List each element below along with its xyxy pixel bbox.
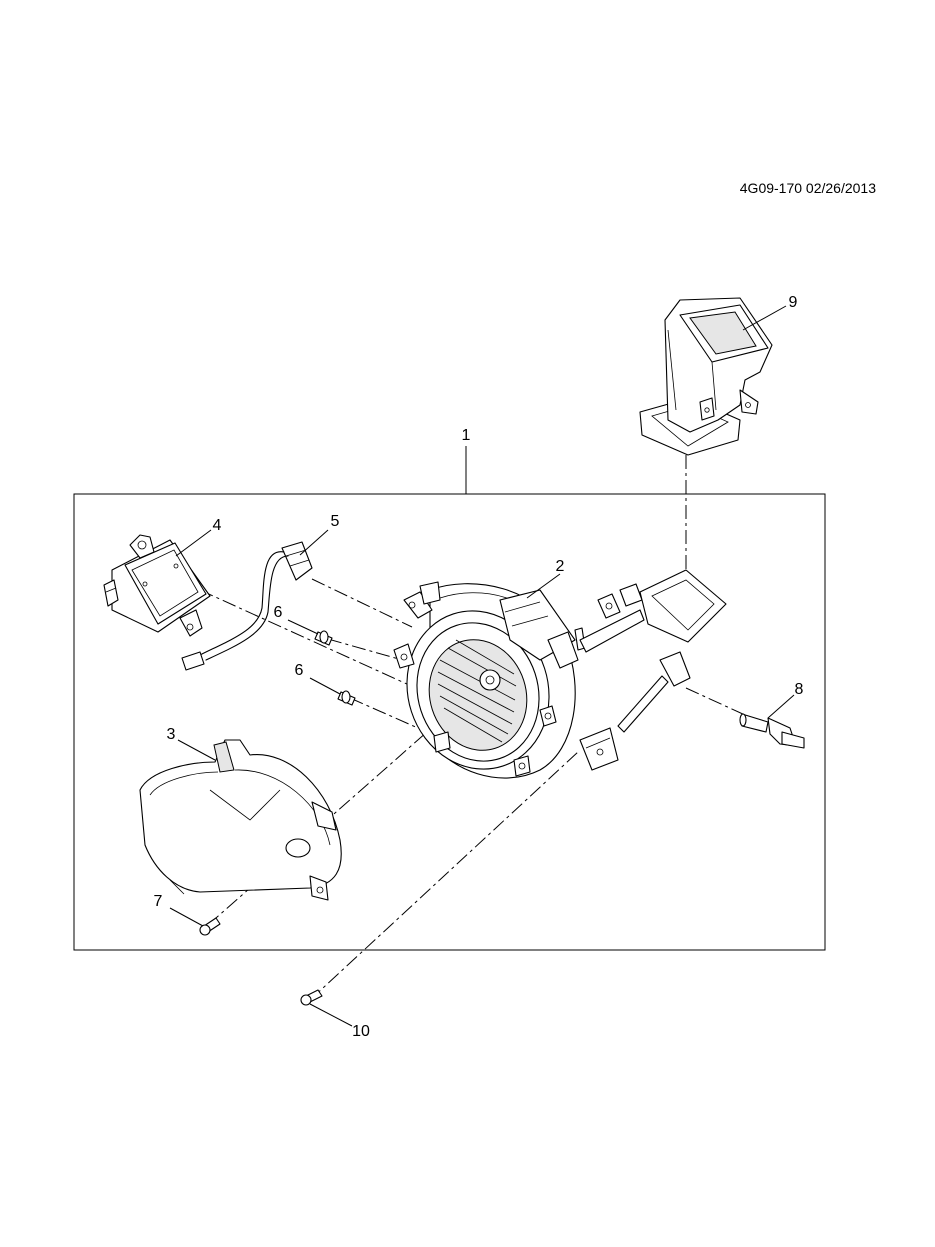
sensor-part-8 [739, 694, 805, 749]
callout-7: 7 [154, 893, 163, 910]
leader-6b [309, 677, 341, 695]
drawing-id: 4G09-170 02/26/2013 [740, 180, 876, 196]
callout-5: 5 [331, 513, 340, 530]
leader-9 [742, 305, 787, 331]
leader-6a [287, 619, 319, 635]
leader-7 [169, 907, 204, 927]
screw-part-6-upper [287, 619, 333, 646]
leader-5 [299, 529, 329, 556]
screw-part-6-lower [309, 677, 356, 706]
leader-10 [309, 1003, 353, 1027]
callout-4: 4 [213, 517, 222, 534]
callout-8: 8 [795, 681, 804, 698]
blower-motor-part-2 [393, 569, 727, 779]
resistor-module-part-4 [103, 529, 212, 637]
callout-1: 1 [462, 427, 471, 444]
bolt-part-10 [300, 989, 353, 1027]
leader-3 [177, 739, 216, 761]
assembly-frame [73, 493, 826, 951]
duct-adapter-part-9 [639, 297, 787, 456]
callout-3: 3 [167, 726, 176, 743]
callout-6a: 6 [274, 604, 283, 621]
wiring-harness-part-5 [181, 529, 329, 671]
lower-housing-part-3 [139, 739, 342, 901]
callout-10: 10 [352, 1023, 370, 1040]
leader-8 [767, 694, 795, 719]
callout-6b: 6 [295, 662, 304, 679]
leader-2 [526, 573, 561, 599]
leader-4 [175, 529, 212, 557]
callout-9: 9 [789, 294, 798, 311]
callout-labels: 1 2 3 4 5 6 6 7 8 9 10 [154, 294, 804, 1040]
screw-part-7 [169, 907, 221, 936]
callout-2: 2 [556, 558, 565, 575]
